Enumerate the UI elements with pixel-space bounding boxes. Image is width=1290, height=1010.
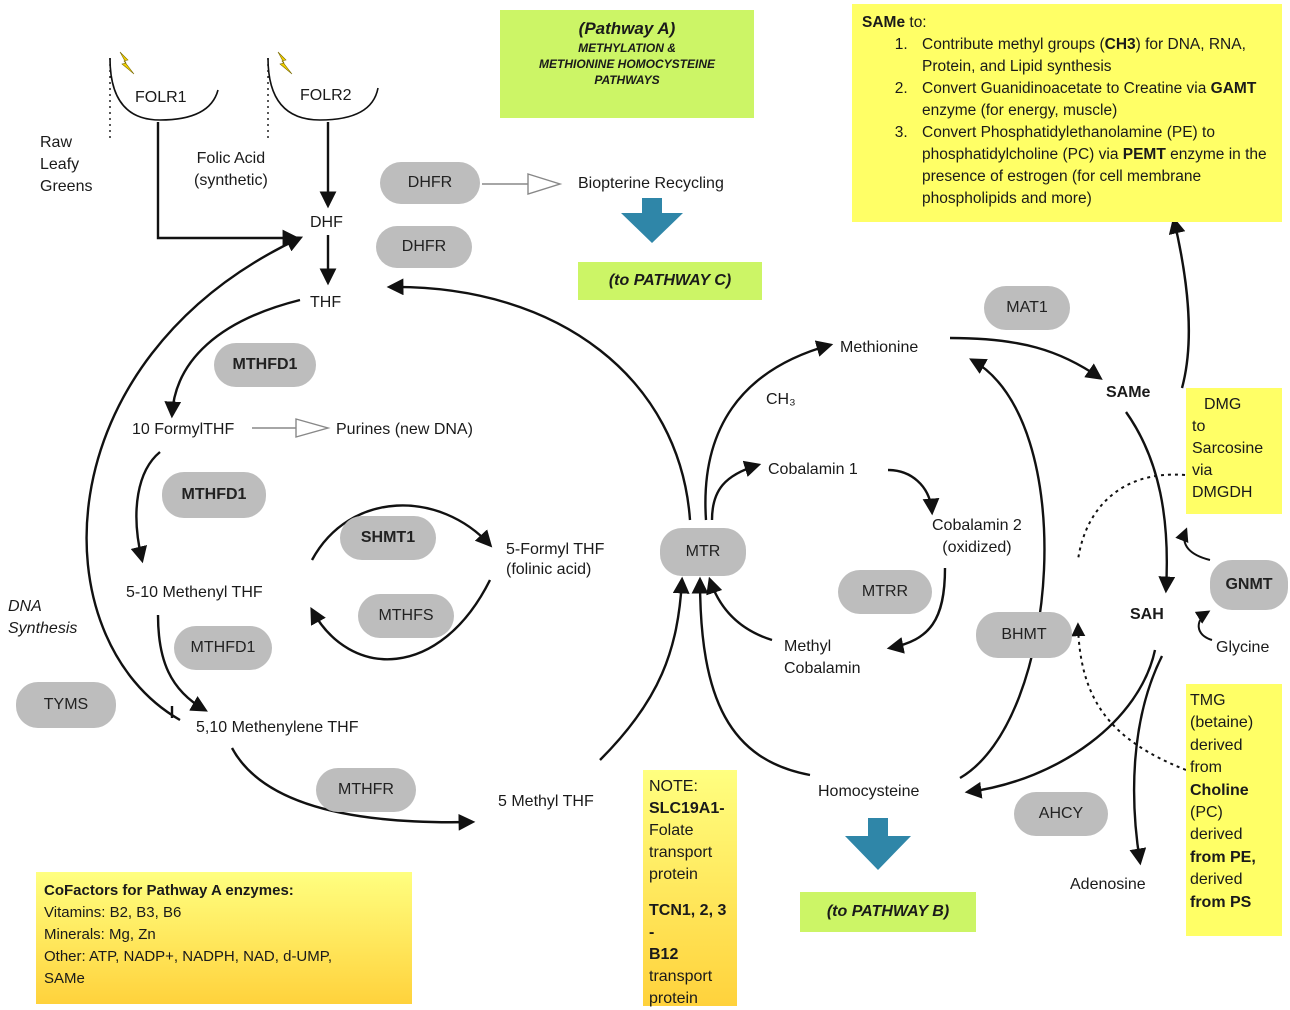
biopterine-recycling-label: Biopterine Recycling	[578, 175, 724, 192]
folr1-label: FOLR1	[135, 89, 187, 106]
folic-acid-label: Folic Acid (synthetic)	[194, 150, 268, 189]
enzyme-shmt1: SHMT1	[340, 516, 436, 560]
enzyme-mthfs: MTHFS	[358, 594, 454, 638]
arrow-sah-to-homocysteine	[964, 649, 1157, 799]
arrow-cob1-to-cob2	[887, 468, 940, 516]
enzyme-mthfd1-c: MTHFD1	[174, 626, 272, 670]
enzyme-ahcy: AHCY	[1014, 792, 1108, 836]
dhf-label: DHF	[310, 214, 343, 231]
enzyme-tyms: TYMS	[16, 682, 116, 728]
arrow-homocysteine-to-methionine	[959, 358, 1046, 780]
arrow-folr1-to-dhf	[156, 122, 300, 247]
arrow-cob2-to-methylcob	[886, 567, 947, 654]
enzyme-dhfr-1: DHFR	[380, 162, 480, 204]
same-label: SAMe	[1106, 384, 1151, 401]
thf-label: THF	[310, 294, 342, 311]
enzyme-mthfd1-a: MTHFD1	[214, 343, 316, 387]
purines-label: Purines (new DNA)	[336, 421, 473, 438]
cobalamin2-label: Cobalamin 2 (oxidized)	[932, 517, 1022, 556]
arrow-methylene-to-methyl5	[230, 747, 476, 831]
adenosine-label: Adenosine	[1070, 876, 1146, 893]
dmg-box: DMG to Sarcosine via DMGDH	[1186, 388, 1282, 514]
note-box: NOTE: SLC19A1- Folate transport protein …	[643, 770, 737, 1007]
cofactors-title: CoFactors for Pathway A enzymes:	[44, 882, 294, 899]
ch3-label: CH₃	[766, 391, 796, 408]
teal-arrow-pathway-b	[845, 818, 911, 870]
methyl-cobalamin-label: Methyl Cobalamin	[784, 638, 861, 677]
arrow-glycine-to-gnmt	[1194, 610, 1213, 641]
enzyme-dhfr-2: DHFR	[376, 226, 472, 268]
lightning-icon-folr1	[119, 51, 135, 75]
same-item-3: Convert Phosphatidylethanolamine (PE) to…	[912, 122, 1272, 210]
cobalamin1-label: Cobalamin 1	[768, 461, 858, 478]
arrow-mtr-to-methionine	[704, 340, 834, 521]
enzyme-mtr: MTR	[660, 528, 746, 576]
same-box-heading: SAMe to:	[862, 14, 927, 31]
enzyme-mthfd1-b: MTHFD1	[162, 472, 266, 518]
pathway-a-line2: METHIONINE HOMOCYSTEINE	[538, 57, 715, 71]
pathway-a-title-box: (Pathway A) METHYLATION & METHIONINE HOM…	[500, 10, 754, 118]
enzyme-mtrr: MTRR	[838, 570, 932, 614]
arrow-methyl5-to-mtr	[599, 576, 690, 761]
folr2-cup	[267, 57, 379, 121]
pathway-a-title: (Pathway A)	[578, 19, 676, 38]
arrow-dna-synthesis	[85, 236, 304, 722]
arrow-shmt1	[310, 504, 493, 561]
to-pathway-c-box: (to PATHWAY C)	[578, 262, 762, 300]
same-functions-box: SAMe to: Contribute methyl groups (CH3) …	[852, 4, 1282, 222]
to-pathway-b-box: (to PATHWAY B)	[800, 892, 976, 932]
arrow-same-to-sah	[1125, 411, 1176, 594]
arrow-mthfs	[310, 579, 492, 661]
pathway-a-line3: PATHWAYS	[594, 73, 660, 87]
arrow-sah-to-adenosine	[1129, 655, 1164, 866]
formyl5-thf-label: 5-Formyl THF (folinic acid)	[506, 541, 605, 578]
arrow-mtr-to-cobalamin1	[710, 460, 762, 521]
same-item-2: Convert Guanidinoacetate to Creatine via…	[912, 78, 1272, 122]
arrow-homocysteine-to-mtr	[691, 576, 811, 777]
methenyl-thf-label: 5-10 Methenyl THF	[126, 584, 263, 601]
homocysteine-label: Homocysteine	[818, 783, 920, 800]
enzyme-mthfr: MTHFR	[316, 768, 416, 812]
glycine-label: Glycine	[1216, 639, 1270, 656]
enzyme-bhmt: BHMT	[976, 612, 1072, 658]
arrow-methenyl-to-methylene	[156, 614, 208, 712]
arrow-methylcob-to-mtr	[706, 576, 773, 642]
dotted-dmg-to-bhmt	[1077, 473, 1186, 561]
arrow-thf-to-formyl10	[164, 298, 301, 419]
dna-synthesis-label: DNA Synthesis	[8, 598, 78, 637]
dotted-tmg-to-bhmt	[1071, 622, 1187, 771]
teal-arrow-pathway-c	[621, 198, 683, 243]
folr1-cup	[109, 57, 219, 121]
sah-label: SAH	[1130, 606, 1164, 623]
arrow-methionine-to-same	[949, 336, 1103, 380]
enzyme-mat1: MAT1	[984, 286, 1070, 330]
enzyme-gnmt: GNMT	[1210, 560, 1288, 610]
cofactors-box: CoFactors for Pathway A enzymes: Vitamin…	[36, 872, 412, 1004]
tmg-box: TMG (betaine) derived from Choline (PC) …	[1186, 684, 1282, 936]
folr2-label: FOLR2	[300, 87, 352, 104]
arrow-same-to-box	[1168, 216, 1191, 389]
same-item-1: Contribute methyl groups (CH3) for DNA, …	[912, 34, 1272, 78]
arrow-mtr-to-thf	[386, 278, 692, 521]
formyl10-thf-label: 10 FormylTHF	[132, 421, 235, 438]
arrow-formyl10-to-methenyl	[130, 451, 161, 564]
lightning-icon-folr2	[277, 51, 293, 75]
methionine-label: Methionine	[840, 339, 919, 356]
arrow-gnmt-to-dmg	[1175, 527, 1211, 561]
methyl5-thf-label: 5 Methyl THF	[498, 793, 594, 810]
raw-leafy-greens-label: Raw Leafy Greens	[40, 134, 93, 195]
methylene-thf-label: 5,10 Methenylene THF	[196, 719, 359, 736]
pathway-a-line1: METHYLATION &	[578, 41, 676, 55]
